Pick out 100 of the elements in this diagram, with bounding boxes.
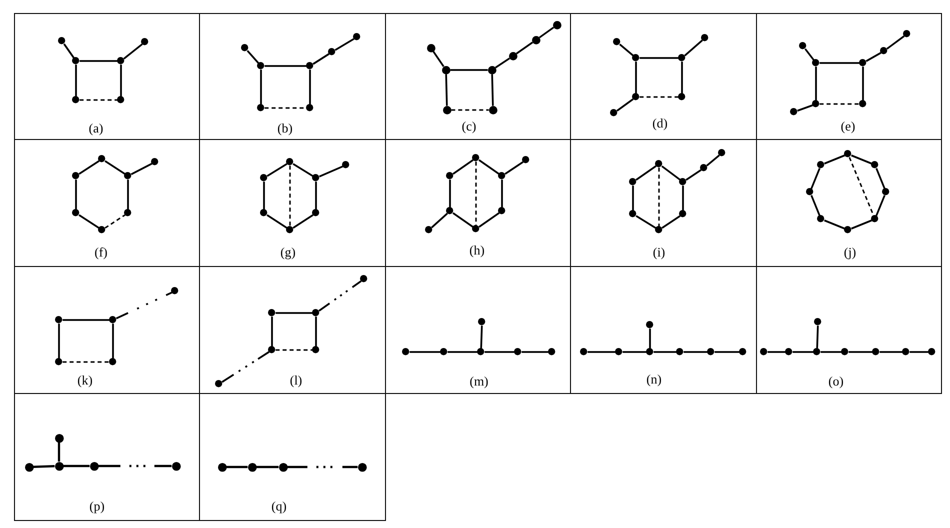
vertex-dot	[257, 62, 265, 70]
vertex-dot	[707, 348, 715, 356]
vertex-dot	[844, 226, 852, 234]
vertex-dot	[871, 161, 879, 169]
vertex-dot	[613, 38, 621, 46]
graph-edge	[292, 214, 314, 229]
graph-edge	[522, 351, 548, 353]
vertex-dot	[426, 44, 436, 52]
graph-edge	[452, 159, 474, 175]
graph-edge	[635, 165, 657, 181]
graph-edge	[797, 104, 813, 112]
vertex-dot	[676, 348, 684, 356]
graph-edge	[538, 26, 554, 38]
graph-edge	[263, 182, 265, 210]
vertex-dot	[312, 309, 320, 317]
vertex-dot	[172, 462, 180, 470]
vertex-dot	[124, 209, 132, 217]
vertex-dot	[328, 48, 336, 56]
vertex-dot	[248, 462, 256, 472]
vertex-dot	[814, 318, 822, 326]
graph-edge	[315, 182, 317, 210]
graph-edge	[266, 163, 288, 177]
graph-edge	[334, 38, 354, 51]
panel-label: (c)	[462, 118, 476, 134]
vertex-dot	[72, 209, 80, 217]
panel-cell	[756, 13, 942, 140]
vertex-dot	[360, 275, 368, 283]
vertex-dot	[700, 164, 708, 172]
graph-edge	[63, 43, 75, 59]
vertex-dot	[90, 462, 98, 470]
vertex-dot	[72, 172, 80, 180]
vertex-dot	[871, 215, 879, 223]
ellipsis-edge	[287, 466, 358, 468]
graph-edge	[478, 159, 500, 175]
panel-label: (d)	[652, 116, 668, 130]
vertex-dot	[701, 34, 709, 42]
panel-cell	[14, 393, 200, 521]
panel-label: (f)	[94, 244, 108, 260]
vertex-dot	[632, 54, 640, 62]
graph-edge	[260, 70, 262, 104]
vertex-dot	[312, 346, 320, 354]
vertex-dot	[306, 104, 314, 112]
graph-edge	[886, 35, 905, 50]
graph-edge	[491, 74, 494, 106]
vertex-dot	[117, 57, 125, 65]
graph-edge	[661, 165, 681, 181]
graph-edge	[452, 212, 474, 228]
graph-edge	[309, 70, 311, 104]
graph-edge	[78, 214, 100, 229]
vertex-dot	[268, 309, 276, 317]
vertex-dot	[806, 188, 814, 196]
graph-edge	[682, 186, 684, 210]
vertex-dot	[358, 462, 366, 472]
graph-edge	[450, 69, 488, 71]
vertex-dot	[679, 178, 687, 186]
dashed-edge	[820, 103, 860, 105]
vertex-dot	[552, 20, 562, 30]
graph-edge	[876, 195, 886, 216]
graph-edge	[495, 58, 510, 68]
graph-edge	[431, 212, 448, 228]
panel-label: (g)	[280, 244, 296, 260]
graph-edge	[312, 53, 330, 65]
vertex-dot	[257, 104, 265, 112]
vertex-dot	[260, 209, 268, 217]
panel-cell	[14, 13, 200, 140]
vertex-dot	[799, 42, 807, 50]
graph-edge	[246, 50, 260, 64]
graph-edge	[504, 161, 524, 175]
graph-edge	[516, 42, 534, 54]
panel-label: (h)	[469, 242, 485, 258]
graph-edge	[815, 66, 817, 100]
vertex-dot	[872, 348, 880, 356]
graph-edge	[449, 180, 451, 208]
vertex-dot	[514, 348, 522, 356]
graph-edge	[62, 319, 110, 321]
panel-label: (o)	[828, 374, 844, 388]
vertex-dot	[446, 172, 454, 180]
vertex-dot	[532, 36, 540, 44]
vertex-dot	[841, 348, 849, 356]
graph-edge	[706, 154, 720, 166]
vertex-dot	[679, 210, 687, 218]
graph-edge	[75, 64, 77, 96]
graph-edge	[862, 66, 864, 100]
graph-edge	[681, 62, 683, 94]
graph-edge	[876, 168, 886, 189]
graph-edge	[264, 65, 306, 67]
vertex-dot	[472, 225, 480, 233]
vertex-dot	[402, 348, 410, 356]
graph-edge	[127, 180, 129, 210]
vertex-dot	[342, 161, 350, 169]
graph-edge	[112, 324, 114, 358]
graph-edge	[636, 215, 656, 229]
vertex-dot	[610, 109, 618, 117]
vertex-dot	[98, 155, 106, 163]
dashed-edge	[104, 214, 126, 229]
vertex-dot	[812, 100, 820, 108]
graph-edge	[804, 48, 815, 61]
vertex-dot	[632, 93, 640, 101]
vertex-dot	[117, 96, 125, 104]
vertex-dot	[629, 178, 637, 186]
